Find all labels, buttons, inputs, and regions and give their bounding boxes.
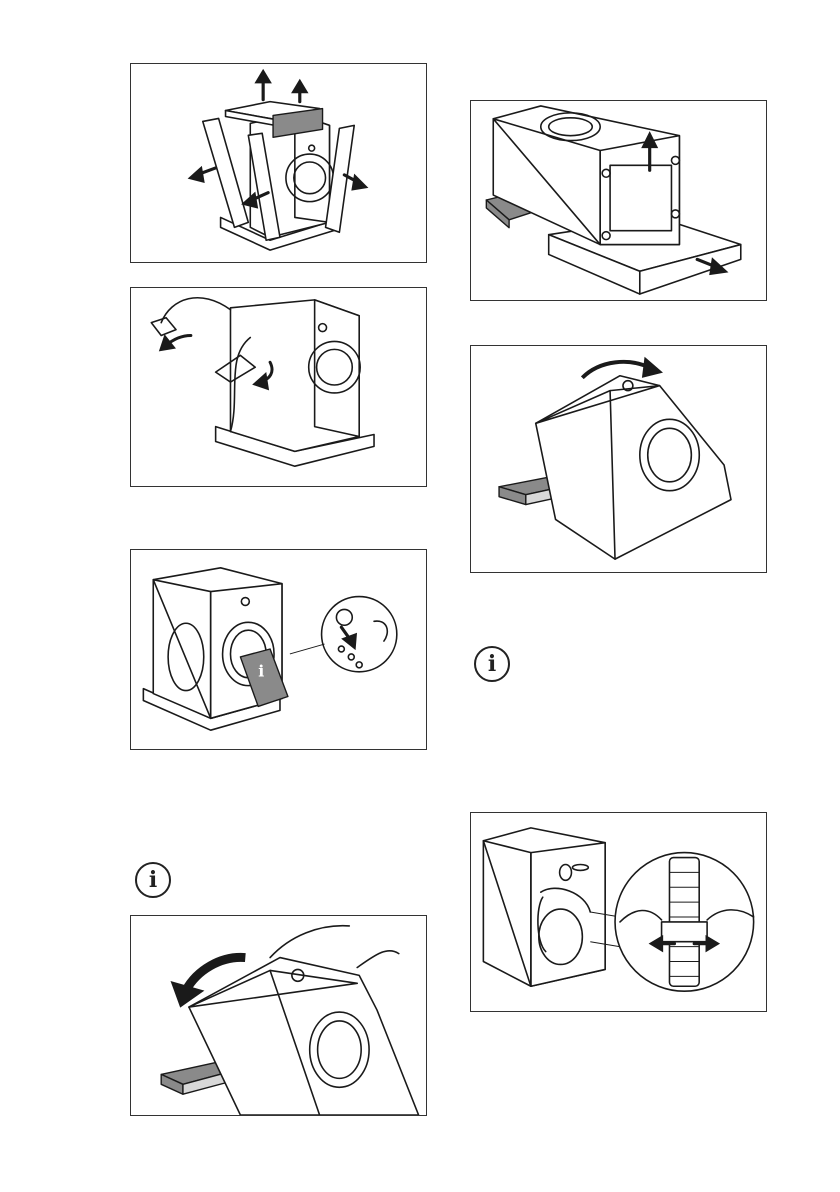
remove-hose-clips-illustration xyxy=(471,813,766,1011)
figure-remove-packaging xyxy=(130,63,427,263)
figure-remove-accessories: i xyxy=(130,549,427,750)
tilt-sideways-illustration xyxy=(471,346,766,572)
figure-lift-from-base xyxy=(470,100,767,301)
info-glyph: i xyxy=(488,653,496,675)
svg-text:i: i xyxy=(258,662,264,681)
figure-remove-hose-clips xyxy=(470,812,767,1012)
remove-plastic-bag-illustration xyxy=(131,288,426,486)
remove-packaging-illustration xyxy=(131,64,426,262)
remove-accessories-illustration: i xyxy=(131,550,426,749)
figure-remove-plastic-bag xyxy=(130,287,427,487)
figure-tilt-backward xyxy=(130,915,427,1116)
info-icon-left: i xyxy=(135,862,171,898)
info-icon-right: i xyxy=(474,646,510,682)
lift-from-base-illustration xyxy=(471,101,766,300)
tilt-backward-illustration xyxy=(131,916,426,1115)
figure-tilt-sideways xyxy=(470,345,767,573)
info-glyph: i xyxy=(149,869,157,891)
